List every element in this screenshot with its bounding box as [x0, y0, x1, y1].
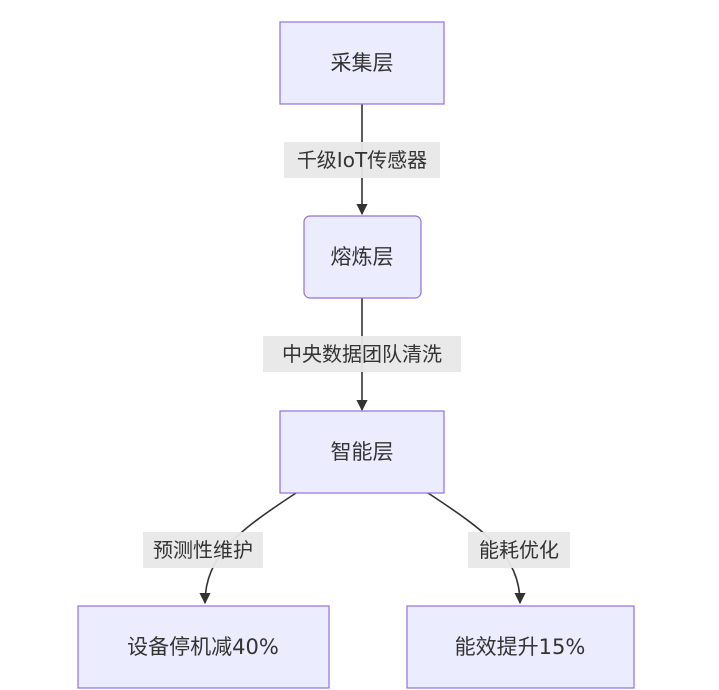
node-downtime-result[interactable]: 设备停机减40% — [77, 605, 330, 689]
node-label: 采集层 — [331, 51, 394, 75]
edge-label-smart-downtime: 预测性维护 — [143, 532, 263, 568]
edge-label-text: 千级IoT传感器 — [297, 148, 427, 172]
node-refine-layer[interactable]: 熔炼层 — [303, 215, 422, 299]
edge-label-refine-smart: 中央数据团队清洗 — [263, 336, 461, 372]
edge-label-smart-efficiency: 能耗优化 — [468, 532, 570, 568]
node-collect-layer[interactable]: 采集层 — [279, 21, 445, 105]
edge-label-text: 能耗优化 — [479, 538, 559, 562]
node-label: 熔炼层 — [331, 245, 394, 269]
node-label: 设备停机减40% — [127, 635, 279, 659]
node-efficiency-result[interactable]: 能效提升15% — [406, 605, 635, 689]
node-smart-layer[interactable]: 智能层 — [279, 410, 445, 494]
edge-label-text: 预测性维护 — [153, 538, 253, 562]
edge-label-text: 中央数据团队清洗 — [282, 342, 442, 366]
node-label: 智能层 — [331, 440, 394, 464]
node-label: 能效提升15% — [455, 635, 586, 659]
edge-label-collect-refine: 千级IoT传感器 — [284, 142, 440, 178]
